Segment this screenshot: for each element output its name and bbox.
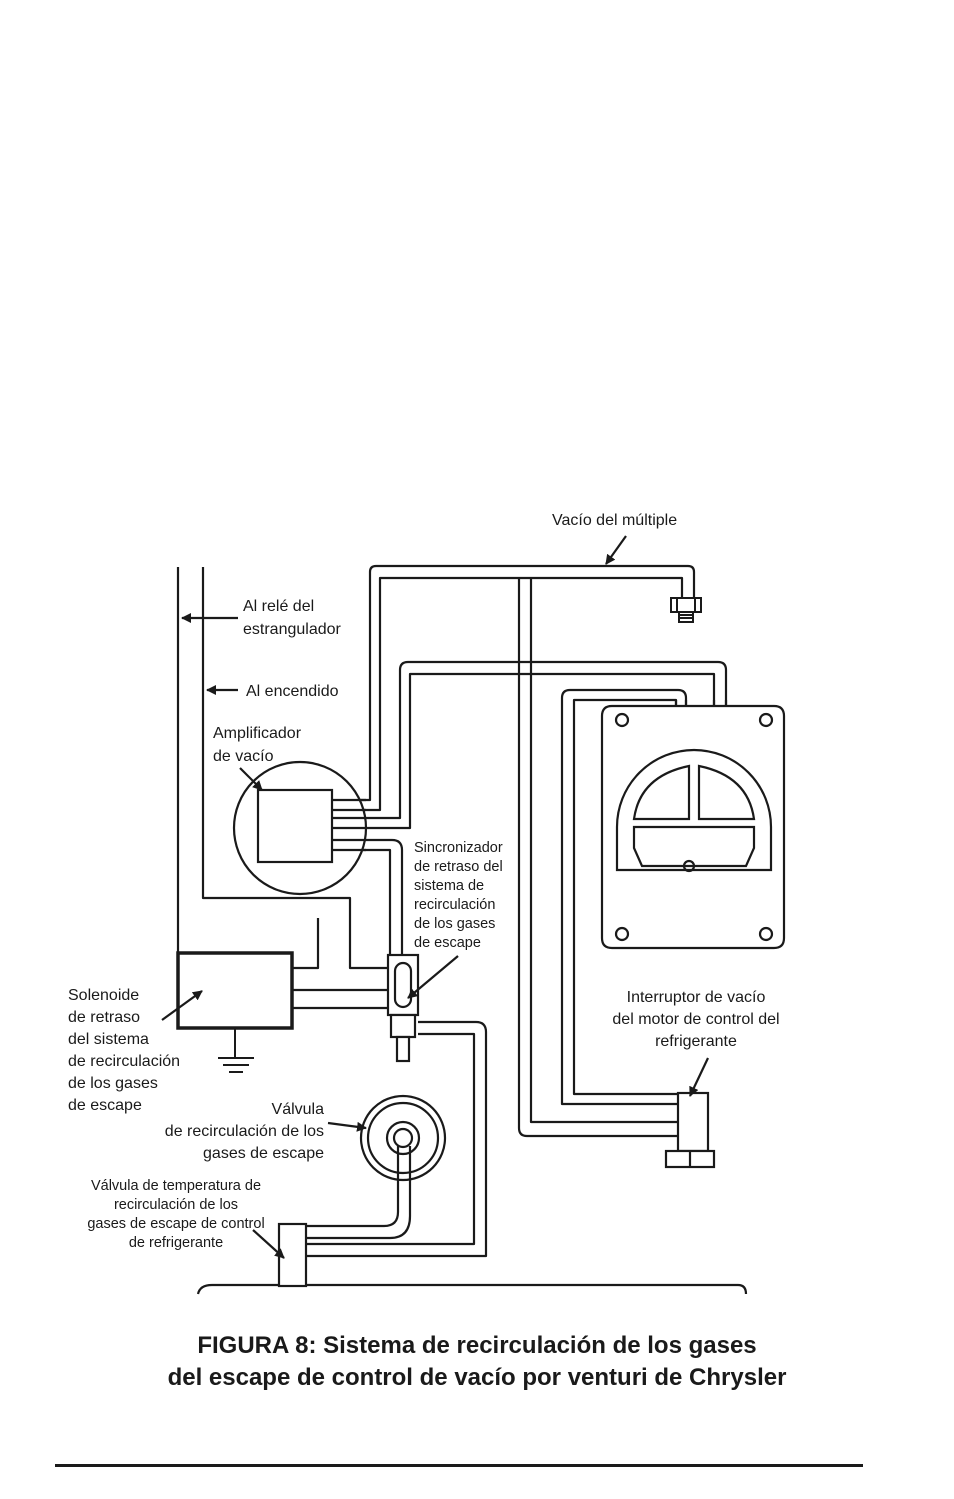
svg-text:Al relé del: Al relé del [243, 598, 314, 615]
svg-text:refrigerante: refrigerante [655, 1033, 737, 1050]
egr-valve [359, 1094, 447, 1182]
egr-delay-solenoid [176, 951, 294, 1030]
figure-caption: FIGURA 8: Sistema de recirculación de lo… [0, 1330, 954, 1394]
svg-text:Solenoide: Solenoide [68, 987, 139, 1004]
coolant-temp-valve-label: Válvula de temperatura de recirculación … [87, 1178, 264, 1251]
amp-carb-hose-outer [331, 660, 728, 820]
svg-text:de escape: de escape [414, 935, 481, 951]
svg-text:del sistema: del sistema [68, 1031, 149, 1048]
svg-text:de vacío: de vacío [213, 748, 274, 765]
vacuum-amplifier-label: Amplificador de vacío [213, 725, 302, 765]
coolant-vacuum-switch-label: Interruptor de vacío del motor de contro… [612, 989, 779, 1050]
svg-text:Válvula: Válvula [272, 1101, 325, 1118]
svg-text:de refrigerante: de refrigerante [129, 1235, 223, 1251]
ground-symbol [218, 1028, 254, 1073]
manifold-hose-outer [331, 564, 696, 802]
carburetor-base [600, 704, 786, 950]
engine-block [196, 1283, 748, 1295]
svg-text:de retraso del: de retraso del [414, 859, 503, 875]
ignition-wire [201, 567, 388, 970]
svg-text:Interruptor de vacío: Interruptor de vacío [627, 989, 766, 1006]
caption-line-1: FIGURA 8: Sistema de recirculación de lo… [197, 1332, 757, 1359]
svg-text:recirculación: recirculación [414, 897, 495, 913]
egr-delay-timer-arrow [407, 955, 459, 999]
egr-valve-arrow [327, 1121, 367, 1132]
svg-text:de los gases: de los gases [68, 1075, 158, 1092]
svg-text:del motor de control del: del motor de control del [612, 1011, 779, 1028]
svg-text:gases de escape de control: gases de escape de control [87, 1216, 264, 1232]
egr-valve-label: Válvula de recirculación de los gases de… [165, 1101, 324, 1162]
svg-text:gases de escape: gases de escape [203, 1145, 324, 1162]
choke-relay-label: Al relé del estrangulador [243, 598, 342, 638]
svg-text:estrangulador: estrangulador [243, 621, 342, 638]
egr-delay-timer-label: Sincronizador de retraso del sistema de … [414, 840, 503, 951]
ignition-label: Al encendido [246, 683, 339, 700]
svg-text:Amplificador: Amplificador [213, 725, 302, 742]
svg-text:recirculación de los: recirculación de los [114, 1197, 238, 1213]
svg-text:sistema de: sistema de [414, 878, 484, 894]
manifold-fitting [670, 597, 702, 623]
svg-text:de los gases: de los gases [414, 916, 495, 932]
coolant-vacuum-switch [664, 1091, 716, 1169]
egr-delay-solenoid-arrow [161, 990, 203, 1021]
svg-text:Sincronizador: Sincronizador [414, 840, 503, 856]
coolant-temp-valve-arrow [252, 1229, 285, 1259]
vacuum-amplifier [232, 760, 368, 896]
bottom-rule [55, 1464, 863, 1467]
caption-line-2: del escape de control de vacío por ventu… [167, 1364, 787, 1391]
svg-text:de recirculación de los: de recirculación de los [165, 1123, 324, 1140]
coolant-temperature-valve [277, 1222, 308, 1288]
vacuum-amplifier-arrow [239, 767, 263, 791]
coolant-vacuum-switch-arrow [689, 1057, 709, 1097]
manifold-vacuum-label: Vacío del múltiple [552, 512, 677, 529]
svg-text:de escape: de escape [68, 1097, 142, 1114]
manifold-vacuum-arrow [605, 535, 627, 565]
amp-carb-hose-inner [331, 672, 716, 830]
egr-delay-solenoid-label: Solenoide de retraso del sistema de reci… [68, 987, 180, 1114]
egr-delay-timer [386, 953, 420, 1063]
svg-text:de recirculación: de recirculación [68, 1053, 180, 1070]
svg-text:Válvula de temperatura de: Válvula de temperatura de [91, 1178, 261, 1194]
svg-text:de retraso: de retraso [68, 1009, 140, 1026]
